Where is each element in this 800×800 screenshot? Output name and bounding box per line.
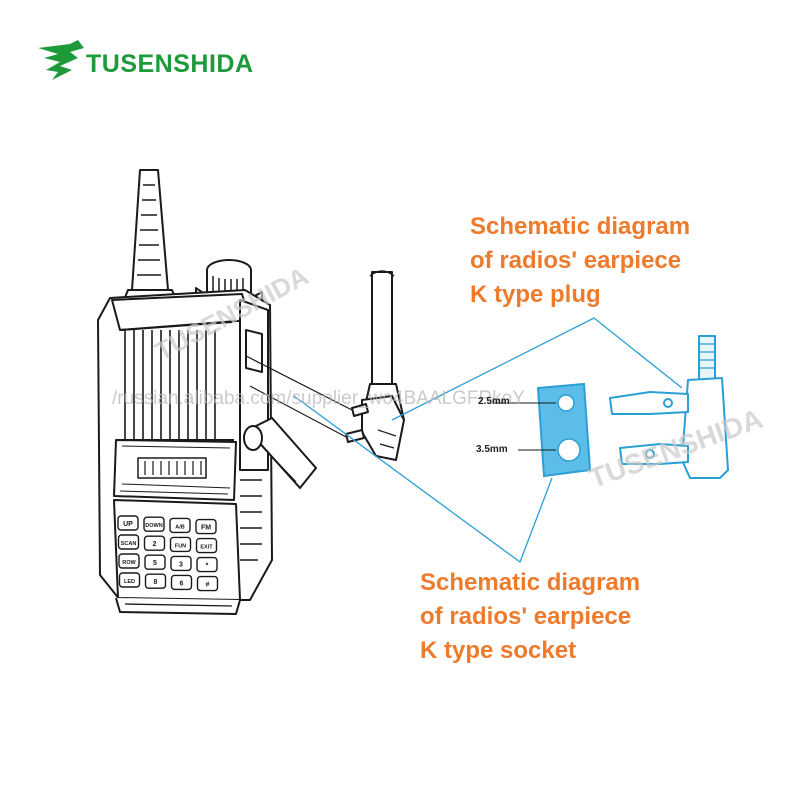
keypad-key	[195, 518, 217, 535]
keypad-key	[170, 555, 192, 572]
keypad-key-label: 6	[180, 580, 184, 587]
keypad-key-label: FM	[201, 525, 211, 532]
keypad-key-label: 8	[154, 579, 158, 586]
keypad-key-label: SCAN	[121, 541, 137, 547]
keypad-key-label: 2	[153, 541, 157, 548]
keypad: UP DOWN A/B FM SCAN 2 FUN EXIT ROW 5 3 * LED 8 6 #	[117, 515, 219, 592]
keypad-key	[144, 573, 167, 589]
keypad-key	[169, 536, 192, 553]
callout-socket-line: K type socket	[420, 637, 577, 664]
keypad-key	[196, 556, 218, 573]
keypad-key-label: DOWN	[145, 523, 162, 529]
lcd-display	[113, 439, 237, 501]
keypad-key-label: A/B	[175, 524, 185, 530]
keypad-key	[117, 515, 139, 531]
keypad-key-label: *	[206, 563, 209, 570]
keypad-key-label: ROW	[122, 560, 136, 566]
connector-lines	[245, 355, 353, 439]
socket-label-2-5mm: 2.5mm	[478, 396, 510, 407]
keypad-key-label: 5	[153, 560, 157, 567]
keypad-key	[170, 574, 193, 591]
callout-plug-line: of radios' earpiece	[470, 247, 682, 274]
callout-socket: Schematic diagram of radios' earpiece K …	[420, 566, 640, 668]
keypad-key-label: #	[206, 582, 210, 589]
keypad-key	[144, 554, 166, 570]
keypad-key	[118, 553, 140, 569]
keypad-key	[143, 535, 166, 551]
socket-label-3-5mm: 3.5mm	[476, 444, 508, 455]
keypad-key	[117, 534, 140, 550]
k-type-plug-drawing	[345, 270, 405, 461]
callout-plug: Schematic diagram of radios' earpiece K …	[470, 210, 690, 312]
url-watermark: /russian.alibaba.com/supplier_wo4BAALGFR…	[112, 388, 525, 409]
k-type-plug-detail	[609, 335, 729, 479]
antenna	[123, 169, 177, 301]
brand-name: TUSENSHIDA	[86, 50, 254, 78]
port-cover	[243, 416, 318, 490]
keypad-key-label: UP	[123, 521, 133, 528]
keypad-key	[143, 516, 165, 532]
callout-plug-line: Schematic diagram	[470, 213, 691, 240]
keypad-key-label: FUN	[175, 543, 186, 549]
brand-logo-icon	[38, 40, 84, 80]
keypad-key-label: EXIT	[200, 545, 213, 551]
keypad-key	[196, 575, 219, 592]
k-type-socket-drawing	[494, 382, 592, 478]
callout-plug-line: K type plug	[470, 281, 601, 308]
keypad-key	[169, 517, 191, 534]
callout-leader-lines	[293, 317, 683, 564]
keypad-key-label: LED	[124, 579, 135, 585]
keypad-key	[195, 537, 218, 554]
callout-socket-line: of radios' earpiece	[420, 603, 632, 630]
keypad-key	[118, 572, 141, 588]
callout-socket-line: Schematic diagram	[420, 569, 641, 596]
keypad-key-label: 3	[179, 561, 183, 568]
